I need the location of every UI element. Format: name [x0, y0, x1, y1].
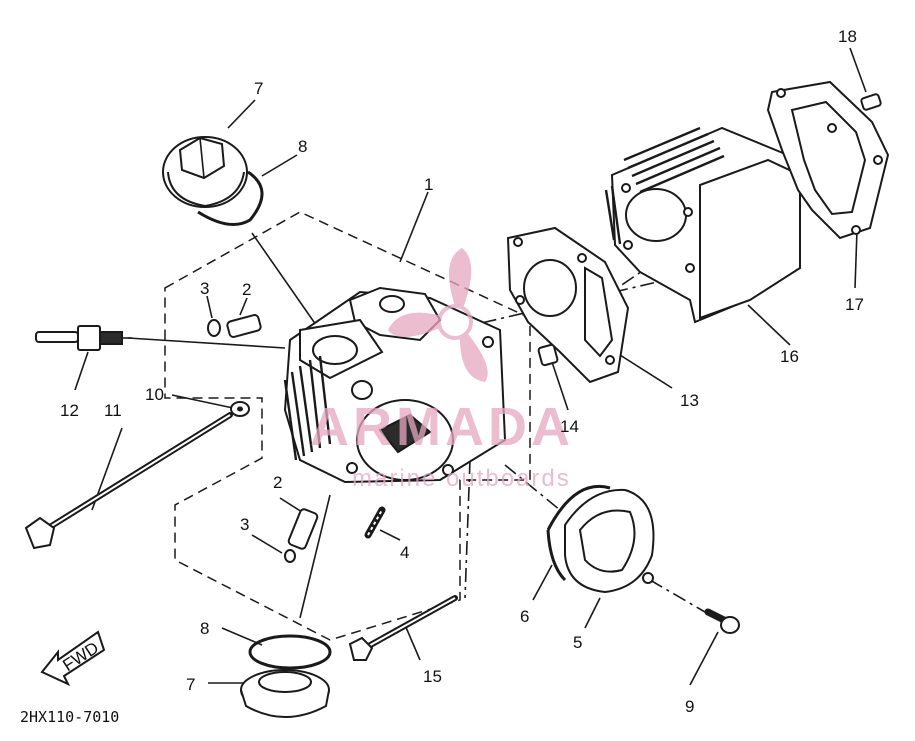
callout-3: 3 — [240, 515, 249, 534]
callout-9: 9 — [685, 697, 694, 716]
callout-7: 7 — [186, 675, 195, 694]
cover-screw[interactable] — [704, 608, 740, 634]
dowel-pin-head[interactable] — [537, 343, 559, 367]
callout-5: 5 — [573, 633, 582, 652]
o-ring-upper[interactable] — [197, 170, 264, 226]
cylinder-head-gasket[interactable] — [506, 226, 630, 384]
stud-short[interactable] — [364, 506, 386, 539]
callout-3: 3 — [200, 279, 209, 298]
cylinder-fins — [604, 126, 725, 245]
valve-guide-lower[interactable] — [287, 508, 319, 550]
side-cover[interactable] — [564, 488, 655, 594]
tappet-cover-lower[interactable] — [240, 669, 330, 718]
callout-labels: 1 2 2 3 3 4 5 6 7 7 8 8 9 10 11 12 13 14… — [60, 27, 864, 716]
callout-16: 16 — [780, 347, 799, 366]
dowel-pin[interactable] — [860, 93, 882, 111]
spark-plug[interactable] — [35, 325, 132, 351]
callout-10: 10 — [145, 385, 164, 404]
washer[interactable] — [230, 401, 250, 417]
watermark: ARMADA marine outboards — [310, 248, 574, 492]
o-ring-lower[interactable] — [248, 634, 332, 670]
callout-13: 13 — [680, 391, 699, 410]
cover-gasket[interactable] — [546, 484, 611, 582]
tappet-cover-upper[interactable] — [162, 136, 248, 208]
propeller-logo-icon — [388, 248, 488, 382]
callout-17: 17 — [845, 295, 864, 314]
cylinder[interactable] — [604, 126, 801, 324]
watermark-brand: ARMADA — [310, 397, 574, 457]
stud-bolt[interactable] — [24, 412, 233, 550]
circlip-upper[interactable] — [207, 319, 221, 337]
callout-14: 14 — [560, 417, 579, 436]
callout-1: 1 — [424, 175, 433, 194]
callout-8: 8 — [298, 137, 307, 156]
circlip-lower[interactable] — [284, 549, 296, 563]
callout-8: 8 — [200, 619, 209, 638]
callout-18: 18 — [838, 27, 857, 46]
leader-lines — [74, 47, 867, 686]
drawing-code: 2HX110-7010 — [20, 708, 119, 726]
watermark-tagline: marine outboards — [352, 465, 571, 492]
forward-arrow-icon: FWD — [40, 630, 106, 687]
cylinder-base-gasket[interactable] — [766, 80, 890, 240]
valve-guide-upper[interactable] — [226, 314, 262, 338]
callout-2: 2 — [242, 280, 251, 299]
callout-2: 2 — [273, 473, 282, 492]
cylinder-head[interactable] — [283, 286, 507, 484]
cylinder-head-fins — [283, 355, 332, 461]
callout-6: 6 — [520, 607, 529, 626]
callout-11: 11 — [104, 401, 122, 420]
callout-7: 7 — [254, 79, 263, 98]
callout-15: 15 — [423, 667, 442, 686]
callout-4: 4 — [400, 543, 409, 562]
callout-12: 12 — [60, 401, 79, 420]
flange-bolt[interactable] — [348, 595, 458, 661]
